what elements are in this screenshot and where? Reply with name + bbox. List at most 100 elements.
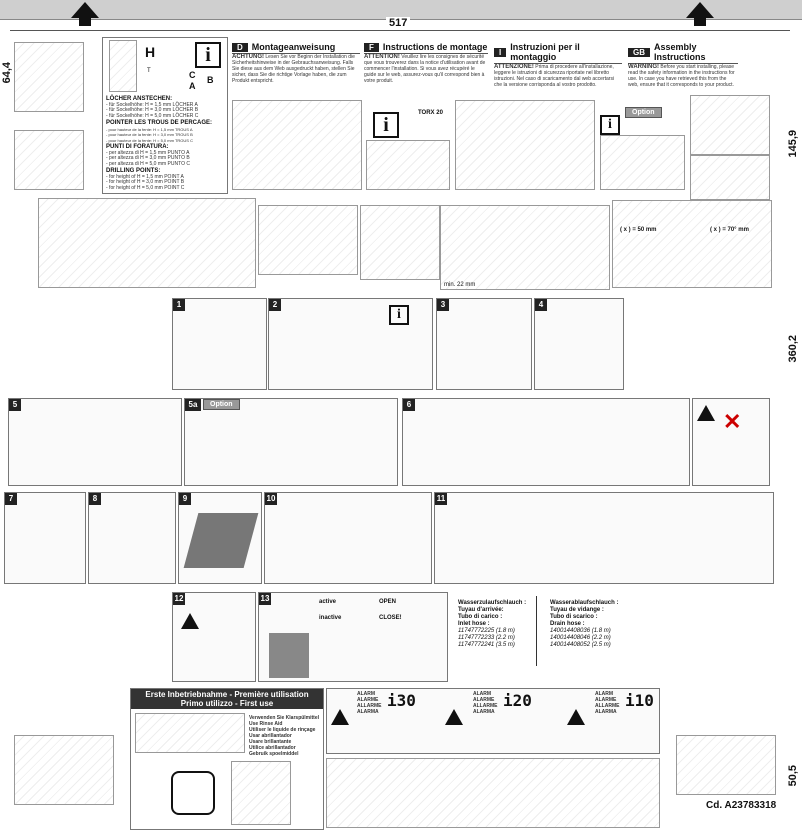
lang-code: D	[232, 42, 248, 52]
step-10-panel: 10	[264, 492, 432, 584]
warning-icon	[567, 709, 585, 725]
line: Tuyau d'arrivée:	[458, 607, 504, 613]
step-number: 7	[5, 493, 17, 505]
lang-title: Montageanweisung	[251, 42, 336, 52]
min-gap-label: min. 22 mm	[444, 282, 476, 288]
drain-hose-info: Wasserablaufschlauch : Tuyau de vidange …	[550, 600, 650, 649]
line: Use Rinse Aid	[249, 721, 283, 727]
dishwasher-basket-drawing	[231, 761, 291, 825]
line: Inlet hose :	[458, 621, 490, 627]
option-badge: Option	[625, 107, 662, 118]
step-7-panel: 7	[4, 492, 86, 584]
inlet-hose-info: Wasserzulaufschlauch : Tuyau d'arrivée: …	[458, 600, 548, 649]
alarm-panel-row: ALARM ALARME ALLARME ALARMA i30 ALARM AL…	[326, 688, 660, 754]
drilling-instructions: LÖCHER ANSTECHEN: - für Sockelhöhe: H = …	[106, 96, 226, 191]
panel-drawing	[183, 513, 259, 568]
part-number: 140014408036 (1.8 m)	[550, 628, 611, 634]
inactive-label: inactive	[319, 615, 342, 621]
step-number: 8	[89, 493, 101, 505]
step-number: 6	[403, 399, 415, 411]
document-code: Cd. A23783318	[706, 800, 777, 811]
line: - für Sockelhöhe: H = 3,0 mm LÖCHER B	[106, 107, 199, 113]
dishwasher-drawing	[269, 633, 309, 678]
tools-drawing	[232, 100, 362, 190]
lang-code: F	[364, 42, 379, 52]
b-label: B	[207, 75, 214, 85]
filter-cleaning-drawing	[326, 758, 660, 828]
rinse-aid-list: Verwenden Sie Klarspülmittel Use Rinse A…	[249, 715, 319, 757]
warning-icon	[331, 709, 349, 725]
step-number: 10	[265, 493, 277, 505]
line: Verwenden Sie Klarspülmittel	[249, 715, 320, 721]
hinge-drawing	[109, 40, 137, 92]
dimension-right-bottom: 50,5	[787, 765, 799, 787]
line: - pour hauteur de la fente: H = 5,0 mm T…	[106, 137, 193, 143]
divider	[536, 596, 537, 666]
line: - für Sockelhöhe: H = 5,0 mm LÖCHER C	[106, 112, 199, 119]
line: Wasserablaufschlauch :	[550, 600, 619, 606]
line: - per altezza di H = 1,5 mm PUNTO A	[106, 149, 190, 156]
line: Gebruik spoelmiddel	[249, 751, 299, 757]
line: - per altezza di H = 5,0 mm PUNTO C	[106, 160, 190, 167]
t-label: T	[147, 68, 151, 74]
warning-icon	[181, 613, 199, 629]
open-label: OPEN	[379, 599, 397, 605]
warning-icon	[445, 709, 463, 725]
corner-detail-bottom-right	[676, 735, 776, 795]
step-number: 11	[435, 493, 447, 505]
warning-text: Lesen Sie vor Beginn der Installation di…	[232, 54, 355, 84]
lang-title: Assembly Instructions	[654, 42, 706, 62]
part-number: 11747772233 (2.2 m)	[458, 635, 515, 641]
line: - for height of H = 3,0 mm POINT B	[106, 179, 185, 185]
warning-text: Veuillez lire les consignes de sécurité …	[364, 54, 486, 84]
line: Drain hose :	[550, 621, 585, 627]
warning-text: Prima di procedere all'installazione, le…	[494, 64, 615, 88]
up-arrow-icon	[686, 2, 714, 26]
optional-parts-drawing	[600, 135, 685, 190]
title-line: Primo utilizzo - First use	[180, 699, 274, 708]
dimension-line	[10, 30, 790, 31]
warning: ACHTUNG!	[232, 54, 264, 60]
dimension-left-top: 64,4	[1, 62, 13, 84]
step-11-panel: 11	[434, 492, 774, 584]
alarm-label: ALARM ALARME ALLARME ALARMA	[473, 691, 498, 715]
line: - pour hauteur de la fente: H = 3,0 mm T…	[106, 132, 193, 137]
press-button-icon	[171, 771, 215, 815]
alarm-label: ALARM ALARME ALLARME ALARMA	[595, 691, 620, 715]
parts-kit-drawing	[455, 100, 595, 190]
cabinet-drawing	[440, 205, 610, 290]
line: Tubo di scarico :	[550, 614, 598, 620]
steam-guard-drawing	[612, 200, 772, 288]
section-title: POINTER LES TROUS DE PERCAGE:	[106, 120, 213, 126]
alarm-label: ALARM ALARME ALLARME ALARMA	[357, 691, 382, 715]
measure-50: ( x ) = 50 mm	[620, 227, 657, 234]
strip-attach-drawing	[360, 205, 440, 280]
step-4-panel: 4	[534, 298, 624, 390]
step-number: 1	[173, 299, 185, 311]
line: Tubo di carico :	[458, 614, 503, 620]
step-8-panel: 8	[88, 492, 176, 584]
info-icon: i	[195, 42, 221, 68]
step-number: 13	[259, 593, 271, 605]
step-6-panel: 6	[402, 398, 690, 486]
line: Utiliser le liquide de rinçage	[249, 727, 316, 733]
step-1-panel: 1	[172, 298, 267, 390]
warning: ATTENTION!	[364, 54, 400, 60]
warning-panel: ✕	[692, 398, 770, 486]
section-title: PUNTI DI FORATURA:	[106, 144, 169, 150]
lang-code: I	[494, 47, 507, 57]
measure-70: ( x ) = 70° mm	[710, 227, 749, 234]
info-icon: i	[373, 112, 399, 138]
line: - für Sockelhöhe: H = 1,5 mm LÖCHER A	[106, 101, 198, 108]
lang-title: Instruzioni per il montaggio	[510, 42, 580, 62]
lang-title: Instructions de montage	[382, 42, 488, 52]
up-arrow-icon	[71, 2, 99, 26]
section-title: LÖCHER ANSTECHEN:	[106, 96, 173, 102]
step-9-panel: 9	[178, 492, 262, 584]
option-badge: Option	[203, 399, 240, 410]
part-number: 140014408052 (2.5 m)	[550, 642, 611, 648]
warning-icon	[697, 405, 715, 421]
